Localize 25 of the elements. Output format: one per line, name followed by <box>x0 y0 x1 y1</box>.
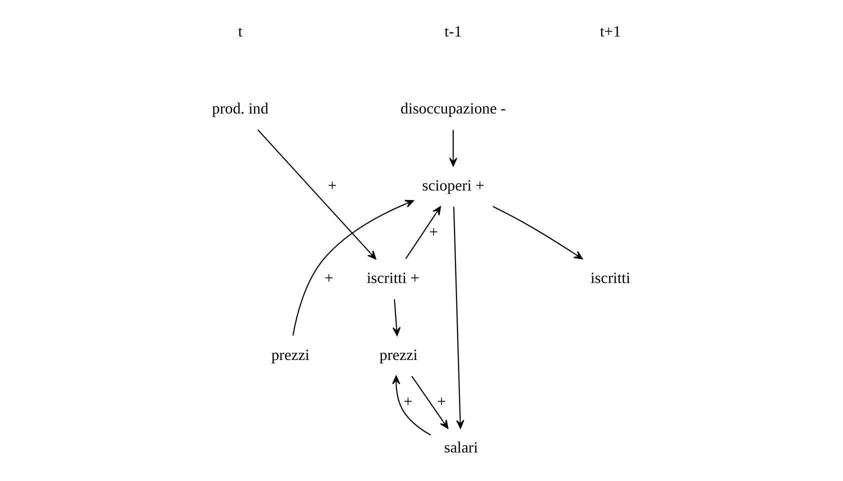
arrow <box>256 129 376 260</box>
arrow <box>392 299 400 336</box>
arrow <box>392 376 431 436</box>
arrow <box>410 376 448 429</box>
edge-label: + <box>436 393 446 410</box>
edge-label: + <box>327 178 336 195</box>
node-text: prezzi <box>379 347 418 364</box>
node-text: prezzi <box>270 347 309 364</box>
label: t+1 <box>599 24 620 41</box>
label: t-1 <box>444 24 462 41</box>
arrow <box>452 206 464 429</box>
node-text: prod. ind <box>212 100 268 118</box>
node-text: scioperi + <box>422 178 484 195</box>
node-text: salari <box>444 440 478 457</box>
arrow <box>492 206 582 260</box>
arrow <box>404 206 441 260</box>
arrow <box>292 200 414 336</box>
edge-label: + <box>428 224 438 241</box>
node-text: iscritti + <box>366 270 419 288</box>
node-text: iscritti <box>590 270 630 288</box>
node-text: disoccupazione - <box>400 100 506 118</box>
edge-label: + <box>324 270 333 288</box>
label: t <box>238 24 242 41</box>
edge-label: + <box>403 393 412 410</box>
arrow <box>448 130 457 166</box>
